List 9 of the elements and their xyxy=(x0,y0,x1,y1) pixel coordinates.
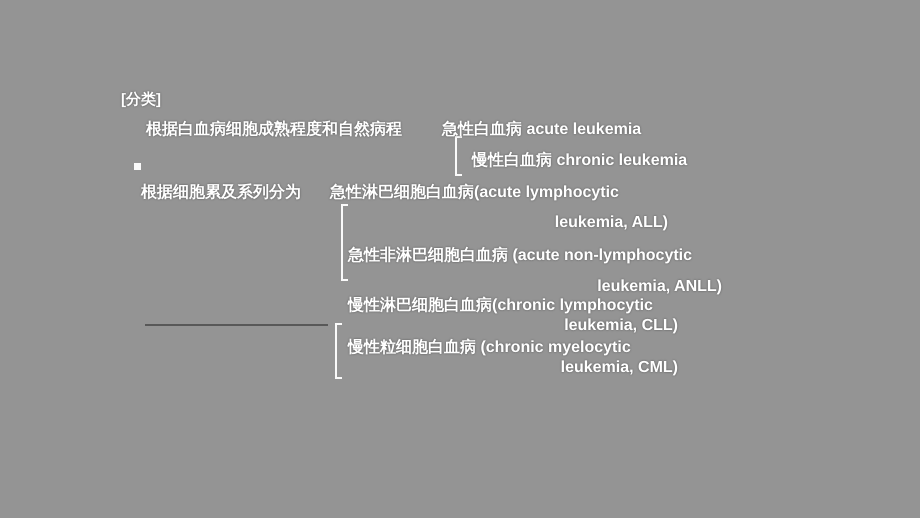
heading: [分类] xyxy=(121,90,161,109)
text-label: 慢性淋巴细胞白血病(chronic lymphocytic leukemia, CLL) xyxy=(348,296,678,336)
text-label: 慢性粒细胞白血病 (chronic myelocytic leukemia, CML) xyxy=(348,338,678,378)
text-label: 急性淋巴细胞白血病(acute lymphocytic leukemia, ALL) xyxy=(330,182,668,233)
text-label: 急性白血病 acute leukemia xyxy=(442,120,642,140)
text-label: 根据白血病细胞成熟程度和自然病程 xyxy=(146,120,402,140)
text-label: 慢性白血病 chronic leukemia xyxy=(472,151,688,171)
text-label: 根据细胞累及系列分为 xyxy=(141,183,301,203)
text-label: 急性非淋巴细胞白血病 (acute non-lymphocytic leukemia, ANLL) xyxy=(348,245,722,296)
